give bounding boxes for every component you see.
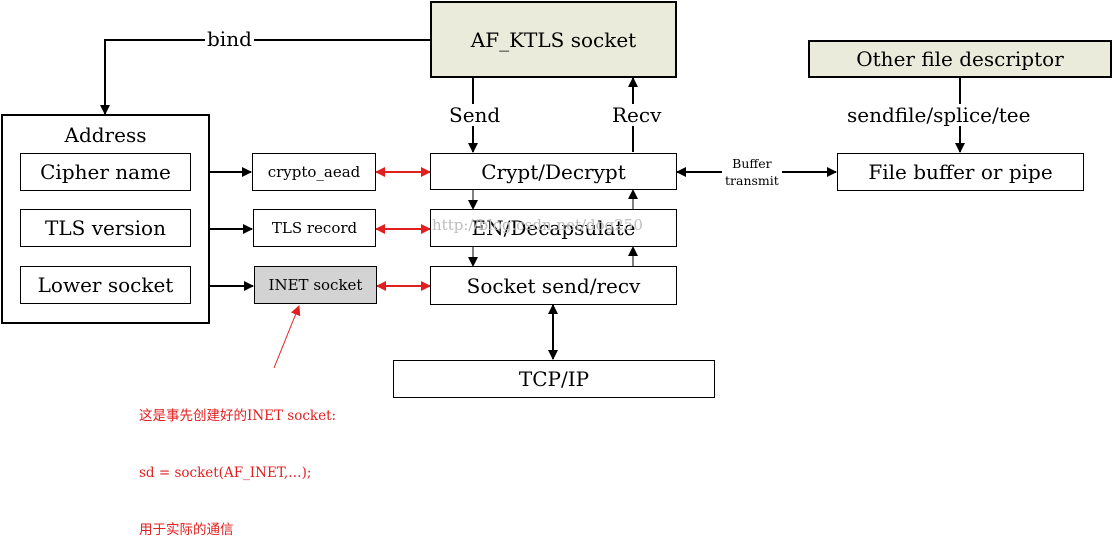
en-decapsulate-label: EN/Decapsulate [471,216,636,240]
crypt-decrypt-label: Crypt/Decrypt [481,159,626,184]
address-title: Address [64,123,147,147]
sendfile-label: sendfile/splice/tee [845,103,1033,127]
af-ktls-socket-label: AF_KTLS socket [470,27,637,52]
buffer-label-line2: transmit [725,173,779,188]
cipher-name-label: Cipher name [40,160,171,184]
crypto-aead-box: crypto_aead [252,153,376,191]
annotation-pointer [273,305,301,369]
other-fd-label: Other file descriptor [856,47,1064,71]
tls-version-box: TLS version [20,209,191,247]
tcp-ip-label: TCP/IP [518,367,590,391]
buffer-label-line1: Buffer [732,156,772,171]
socket-send-recv-box: Socket send/recv [430,266,677,305]
file-buffer-label: File buffer or pipe [868,160,1053,184]
send-label: Send [447,103,503,127]
recv-label: Recv [610,103,664,127]
lower-socket-label: Lower socket [37,273,174,297]
socket-send-recv-label: Socket send/recv [466,273,641,298]
annotation-line2: sd = socket(AF_INET,…); [139,465,312,481]
buffer-transmit-label: Buffer transmit [722,155,782,189]
en-decapsulate-box: EN/Decapsulate [430,209,677,247]
af-ktls-socket-box: AF_KTLS socket [430,1,677,78]
tls-version-label: TLS version [45,216,166,240]
crypto-aead-label: crypto_aead [267,163,361,181]
annotation-line1: 这是事先创建好的INET socket: [139,408,337,424]
crypt-decrypt-box: Crypt/Decrypt [430,153,677,190]
cipher-name-box: Cipher name [20,153,191,191]
bind-label: bind [205,27,254,51]
watermark: http://blog.csdn.net/dog250 [432,216,643,234]
bind-arrow [100,39,430,115]
inet-socket-label: INET socket [268,276,363,294]
tcp-ip-box: TCP/IP [393,360,715,398]
inet-socket-annotation: 这是事先创建好的INET socket: sd = socket(AF_INET… [139,369,336,559]
other-fd-box: Other file descriptor [808,40,1112,78]
lower-socket-box: Lower socket [20,266,191,304]
file-buffer-box: File buffer or pipe [837,153,1084,191]
tls-record-box: TLS record [253,209,376,247]
inet-socket-box: INET socket [254,266,377,304]
tls-record-label: TLS record [271,219,358,237]
annotation-line3: 用于实际的通信 [139,522,234,538]
